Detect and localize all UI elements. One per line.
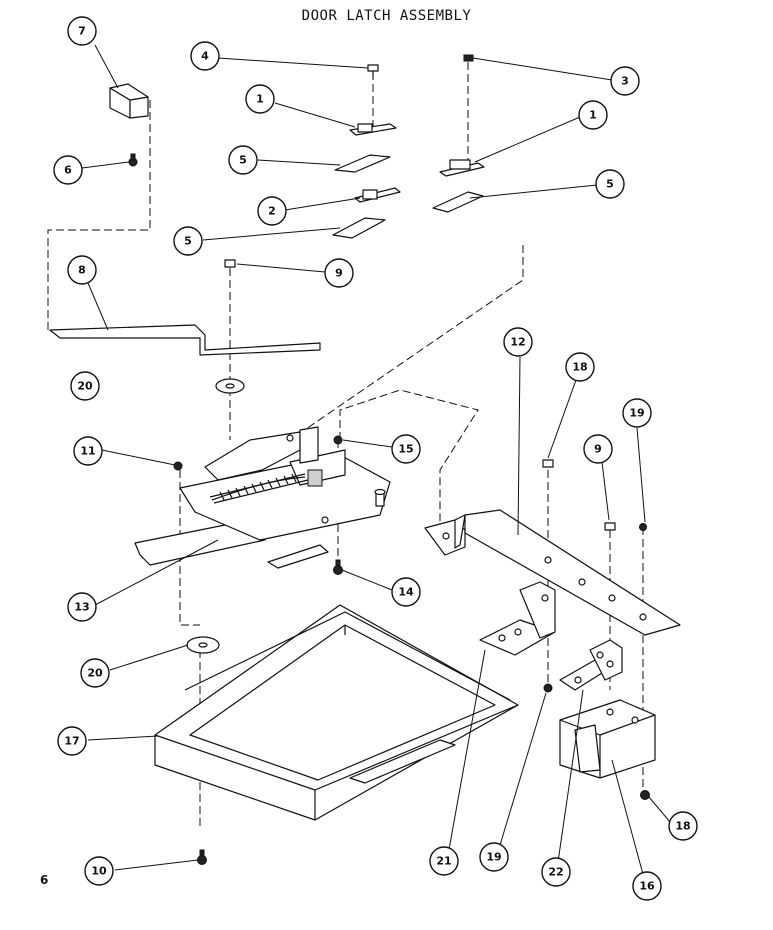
svg-text:5: 5 — [239, 154, 247, 167]
part-3-screw — [463, 54, 474, 62]
svg-text:9: 9 — [335, 267, 343, 280]
part-18-screw-bottom — [640, 790, 650, 800]
callout-18-bottom: 18 — [668, 811, 698, 841]
callout-5-right: 5 — [595, 169, 625, 199]
callout-4: 4 — [190, 41, 220, 71]
svg-text:18: 18 — [572, 361, 587, 374]
svg-text:20: 20 — [77, 380, 93, 393]
diagram-title: DOOR LATCH ASSEMBLY — [301, 8, 472, 24]
callout-15: 15 — [391, 434, 421, 464]
svg-text:21: 21 — [436, 855, 451, 868]
svg-text:14: 14 — [398, 586, 414, 599]
part-11-screw — [173, 461, 183, 471]
part-12-mounting-bar — [424, 509, 681, 636]
part-5-pad-lower-left — [332, 217, 386, 239]
svg-text:16: 16 — [639, 880, 655, 893]
part-9-screw-top — [224, 259, 236, 268]
callout-3: 3 — [610, 66, 640, 96]
part-6-screw — [128, 153, 138, 167]
part-2-latch — [354, 187, 401, 203]
svg-text:12: 12 — [510, 336, 525, 349]
part-17-tray — [154, 604, 519, 821]
leader-lines — [81, 44, 671, 879]
svg-text:5: 5 — [184, 235, 192, 248]
part-22-bracket — [559, 639, 623, 691]
svg-text:3: 3 — [621, 75, 629, 88]
callout-18-top: 18 — [565, 352, 595, 382]
callout-10: 10 — [84, 856, 114, 886]
svg-text:15: 15 — [398, 443, 413, 456]
callout-14: 14 — [391, 577, 421, 607]
svg-text:1: 1 — [256, 93, 264, 106]
svg-text:13: 13 — [74, 601, 89, 614]
callout-20-top: 20 — [70, 371, 100, 401]
svg-text:1: 1 — [589, 109, 597, 122]
callout-6: 6 — [53, 155, 83, 185]
callout-9-top: 9 — [324, 258, 354, 288]
callout-5-upper-left: 5 — [228, 145, 258, 175]
callout-11: 11 — [73, 436, 103, 466]
callout-5-lower-left: 5 — [173, 226, 203, 256]
svg-text:19: 19 — [629, 407, 644, 420]
part-1-latch-right — [439, 159, 485, 177]
part-21-bracket — [479, 581, 556, 656]
part-14-screw — [333, 559, 343, 575]
part-5-pad-upper-left — [334, 154, 391, 173]
svg-text:20: 20 — [87, 667, 103, 680]
part-10-screw — [197, 849, 207, 865]
svg-text:2: 2 — [268, 205, 276, 218]
part-20-washer-top — [215, 378, 245, 394]
callout-21: 21 — [429, 846, 459, 876]
part-19-screw-top — [639, 523, 647, 531]
callout-1-left: 1 — [245, 84, 275, 114]
part-7-bracket — [109, 83, 149, 119]
svg-text:19: 19 — [486, 851, 501, 864]
callout-1-right: 1 — [578, 100, 608, 130]
part-8-actuator-rod — [49, 324, 321, 356]
svg-text:4: 4 — [201, 50, 209, 63]
svg-text:22: 22 — [548, 866, 563, 879]
svg-text:11: 11 — [80, 445, 95, 458]
part-18-screw-top — [542, 459, 554, 468]
part-15-screw — [333, 435, 343, 445]
callout-19-top: 19 — [622, 398, 652, 428]
callout-19-bottom: 19 — [479, 842, 509, 872]
page-number: 6 — [40, 873, 49, 887]
callout-9-right: 9 — [583, 434, 613, 464]
callout-12: 12 — [503, 327, 533, 357]
svg-text:10: 10 — [91, 865, 107, 878]
callout-7: 7 — [67, 16, 97, 46]
callout-2: 2 — [257, 196, 287, 226]
part-20-washer-bottom — [186, 636, 220, 654]
part-9-screw-right — [604, 522, 616, 531]
part-19-screw-mid — [543, 683, 553, 693]
callout-13: 13 — [67, 592, 97, 622]
part-16-switch-box — [559, 699, 656, 779]
svg-text:6: 6 — [64, 164, 72, 177]
callout-16: 16 — [632, 871, 662, 901]
part-1-latch-left — [349, 123, 397, 136]
svg-text:5: 5 — [606, 178, 614, 191]
callout-8: 8 — [67, 255, 97, 285]
svg-text:9: 9 — [594, 443, 602, 456]
svg-text:8: 8 — [78, 264, 86, 277]
svg-text:7: 7 — [78, 25, 86, 38]
part-13-latch-mechanism — [134, 426, 391, 569]
callout-17: 17 — [57, 726, 87, 756]
callout-22: 22 — [541, 857, 571, 887]
part-4-screw — [367, 64, 379, 78]
part-5-pad-right — [432, 191, 484, 213]
callout-20-bottom: 20 — [80, 658, 110, 688]
svg-text:17: 17 — [64, 735, 79, 748]
svg-text:18: 18 — [675, 820, 690, 833]
